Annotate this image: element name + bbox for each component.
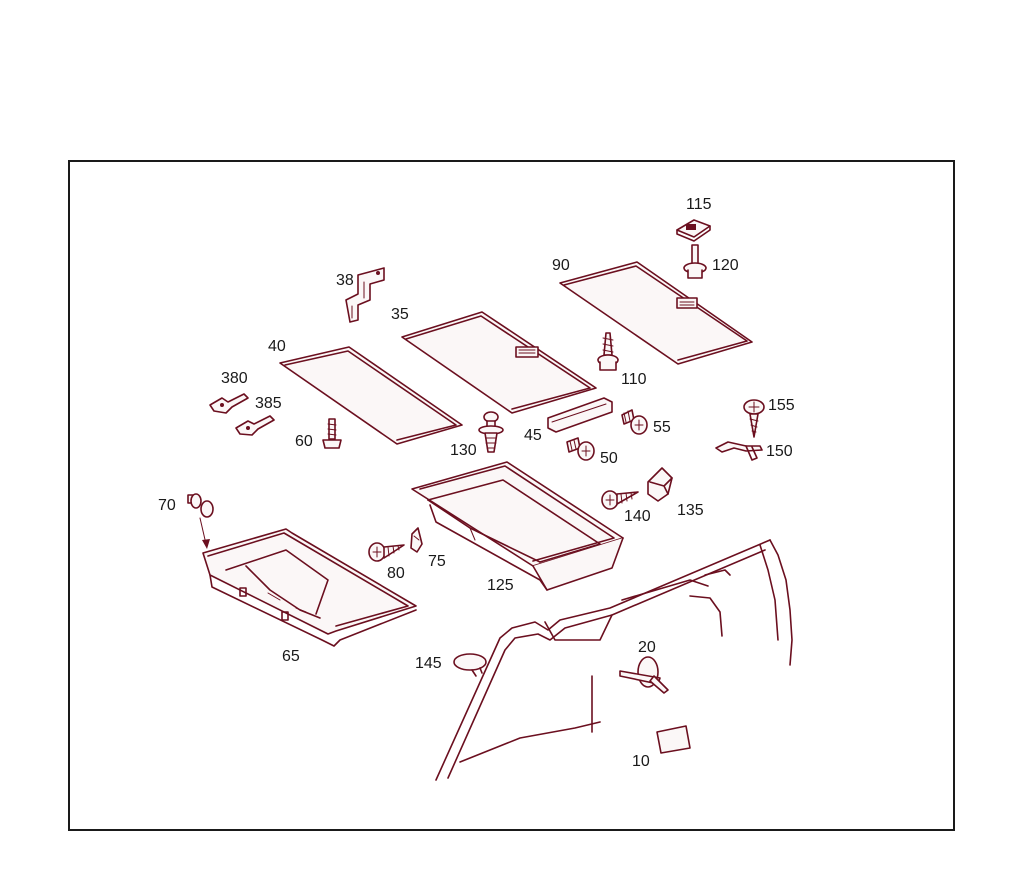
callout-10: 10 (632, 753, 650, 770)
callout-385: 385 (255, 395, 282, 412)
part-120-bolt[interactable] (683, 244, 707, 279)
part-80-screw[interactable] (368, 542, 405, 562)
callout-120: 120 (712, 257, 739, 274)
callout-380: 380 (221, 370, 248, 387)
callout-65: 65 (282, 648, 300, 665)
part-60-screw[interactable] (322, 418, 342, 449)
part-145-plug[interactable] (453, 653, 487, 677)
part-40-panel[interactable] (279, 346, 463, 445)
callout-80: 80 (387, 565, 405, 582)
callout-140: 140 (624, 508, 651, 525)
part-55-screw[interactable] (621, 409, 648, 435)
part-125-tray[interactable] (411, 461, 624, 591)
part-90-panel[interactable] (559, 261, 753, 365)
callout-45: 45 (524, 427, 542, 444)
callout-115: 115 (686, 196, 712, 213)
callout-60: 60 (295, 433, 313, 450)
callout-110: 110 (621, 371, 647, 388)
part-155-screw[interactable] (743, 399, 765, 438)
part-65-compartment[interactable] (202, 528, 417, 647)
part-385-clip[interactable] (235, 415, 275, 436)
callout-labels: 115 120 90 38 35 40 110 380 385 155 60 1… (158, 196, 795, 770)
callout-38: 38 (336, 272, 354, 289)
callout-130: 130 (450, 442, 477, 459)
callout-145: 145 (415, 655, 442, 672)
callout-150: 150 (766, 443, 793, 460)
part-70-clip[interactable] (187, 493, 214, 549)
callout-155: 155 (768, 397, 795, 414)
part-115-clip[interactable] (676, 219, 711, 242)
vehicle-body-panel (435, 539, 793, 781)
part-75-clip[interactable] (410, 527, 423, 553)
callout-135: 135 (677, 502, 704, 519)
part-35-panel[interactable] (401, 311, 597, 414)
callout-90: 90 (552, 257, 570, 274)
part-20-stud[interactable] (619, 656, 669, 694)
callout-20: 20 (638, 639, 656, 656)
part-150-strap[interactable] (715, 441, 763, 461)
part-45-strip[interactable] (547, 397, 613, 433)
callout-55: 55 (653, 419, 671, 436)
part-130-rivet[interactable] (478, 411, 504, 453)
callout-70: 70 (158, 497, 176, 514)
part-10-plate[interactable] (656, 725, 691, 754)
part-135-cap[interactable] (647, 467, 673, 502)
diagram-frame (68, 160, 955, 831)
callout-125: 125 (487, 577, 514, 594)
callout-50: 50 (600, 450, 618, 467)
callout-35: 35 (391, 306, 409, 323)
callout-75: 75 (428, 553, 446, 570)
part-140-screw[interactable] (601, 490, 639, 510)
part-50-screw[interactable] (566, 437, 595, 461)
part-38-bracket[interactable] (345, 267, 385, 323)
callout-40: 40 (268, 338, 286, 355)
part-110-screw[interactable] (597, 332, 619, 371)
part-380-clip[interactable] (209, 393, 249, 414)
